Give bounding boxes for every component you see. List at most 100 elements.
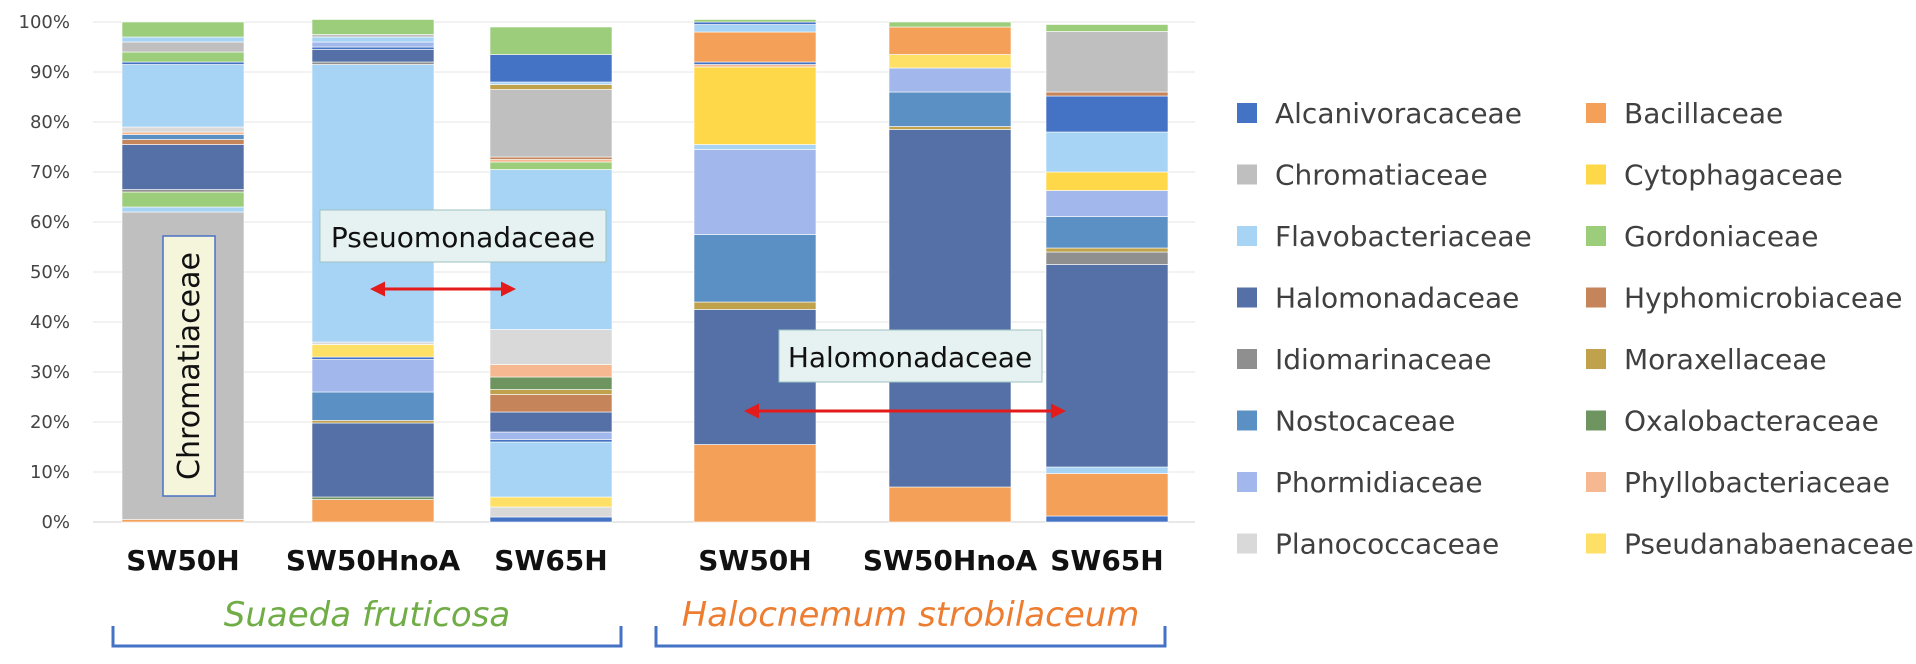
legend-swatch (1237, 472, 1257, 492)
bar-segment (311, 422, 435, 498)
bar-segment (489, 89, 613, 158)
bar-segment (311, 19, 435, 35)
legend-label: Phormidiaceae (1275, 466, 1483, 499)
x-category-label: SW65H (1050, 544, 1163, 577)
bar-segment (693, 234, 817, 303)
bar-segment (1045, 466, 1169, 474)
bar-segment (121, 41, 245, 53)
bar-SW65H (489, 26, 613, 523)
group-label: Suaeda fruticosa (224, 595, 510, 635)
legend-label: Phyllobacteriaceae (1624, 466, 1890, 499)
legend-entry: Hyphomicrobiaceae (1586, 282, 1902, 315)
bar-segment (693, 149, 817, 235)
bar-segment (121, 61, 245, 65)
bar-segment (311, 356, 435, 360)
legend-entry: Pseudanabaenaceae (1586, 528, 1914, 561)
y-tick-label: 90% (30, 62, 70, 83)
group-label: Halocnemum strobilaceum (682, 595, 1140, 635)
bar-segment (888, 26, 1012, 55)
bar-segment (489, 496, 613, 508)
bar-segment (489, 389, 613, 395)
bar-segment (693, 301, 817, 310)
bar-segment (888, 21, 1012, 28)
bar-segment (1045, 264, 1169, 468)
bar-segment (489, 329, 613, 365)
bar-segment (693, 66, 817, 145)
annotation-box (319, 209, 607, 263)
bar-segment (121, 64, 245, 128)
bar-segment (311, 496, 435, 500)
annotation-label: Chromatiaceae (172, 252, 207, 480)
annotation-box (778, 329, 1043, 383)
x-category-label: SW50H (698, 544, 811, 577)
legend-label: Flavobacteriaceae (1275, 220, 1532, 253)
legend-label: Oxalobacteraceae (1624, 405, 1879, 438)
bar-segment (311, 499, 435, 523)
bar-segment (121, 206, 245, 213)
legend-entry: Flavobacteriaceae (1237, 220, 1532, 253)
bar-segment (888, 129, 1012, 488)
bar-segment (311, 391, 435, 421)
bar-segment (1045, 190, 1169, 217)
bar-SW50HnoA (888, 21, 1012, 523)
bar-segment (121, 126, 245, 133)
bar-segment (1045, 473, 1169, 517)
y-tick-label: 10% (30, 462, 70, 483)
bar-segment (489, 54, 613, 83)
legend-swatch (1237, 533, 1257, 554)
group-bracket (111, 626, 623, 648)
bar-segment (121, 21, 245, 38)
legend-entry: Gordoniaceae (1586, 220, 1818, 253)
x-category-label: SW50H (126, 544, 239, 577)
legend-swatch (1237, 287, 1257, 308)
legend-label: Halomonadaceae (1275, 282, 1519, 315)
group-bracket (654, 626, 1167, 648)
bar-segment (489, 161, 613, 170)
bar-segment (489, 26, 613, 55)
y-axis-ticks: 0%10%20%30%40%50%60%70%80%90%100% (19, 12, 70, 533)
annotation-label: Halomonadaceae (788, 341, 1032, 374)
bar-segment (693, 144, 817, 150)
legend-entry: Phyllobacteriaceae (1586, 466, 1890, 499)
bar-segment (1045, 91, 1169, 97)
y-tick-label: 40% (30, 312, 70, 333)
bar-segment (1045, 24, 1169, 32)
legend-label: Nostocaceae (1275, 405, 1455, 438)
x-category-label: SW50HnoA (863, 544, 1038, 577)
bar-segment (489, 411, 613, 433)
bar-segment (1045, 247, 1169, 253)
x-category-label: SW50HnoA (286, 544, 461, 577)
bar-segment (693, 444, 817, 523)
y-tick-label: 80% (30, 112, 70, 133)
legend-label: Moraxellaceae (1624, 343, 1827, 376)
bar-segment (1045, 131, 1169, 173)
legend-label: Cytophagaceae (1624, 159, 1843, 192)
y-tick-label: 0% (41, 512, 70, 533)
group-labels: Suaeda fruticosa Halocnemum strobilaceum (111, 595, 1167, 648)
y-tick-label: 20% (30, 412, 70, 433)
bar-segment (489, 516, 613, 523)
bar-segment (489, 439, 613, 443)
bar-segment (311, 46, 435, 50)
legend-swatch (1586, 226, 1606, 246)
bar-segment (311, 420, 435, 424)
legend-label: Hyphomicrobiaceae (1624, 282, 1902, 315)
legend-label: Idiomarinaceae (1275, 343, 1492, 376)
bar-segment (1045, 31, 1169, 93)
bar-segment (121, 51, 245, 63)
bar-segment (489, 376, 613, 390)
legend-entry: Cytophagaceae (1586, 159, 1843, 192)
bar-segment (888, 486, 1012, 523)
y-tick-label: 70% (30, 162, 70, 183)
legend-swatch (1586, 349, 1606, 369)
bar-segment (121, 131, 245, 135)
legend-label: Chromatiaceae (1275, 159, 1488, 192)
bar-segment (888, 67, 1012, 93)
legend-label: Pseudanabaenaceae (1624, 528, 1914, 561)
bar-segment (693, 64, 817, 68)
legend-swatch (1586, 533, 1606, 554)
legend-swatch (1586, 164, 1606, 185)
y-tick-label: 60% (30, 212, 70, 233)
